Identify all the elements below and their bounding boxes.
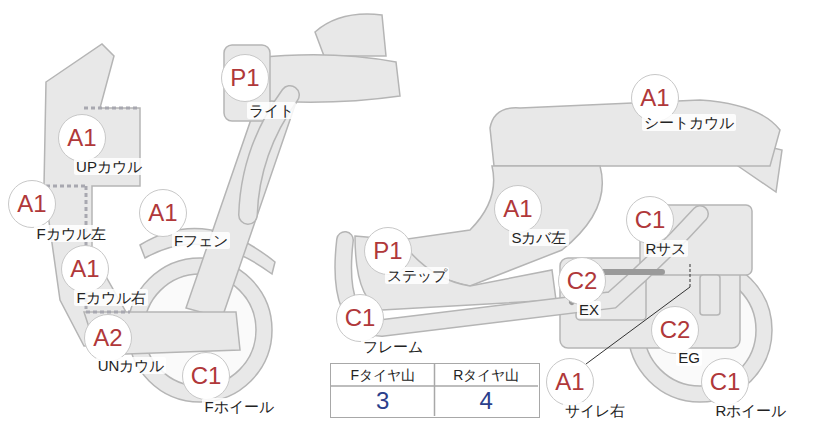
table-header: Fタイヤ山 [331,364,435,386]
part-name: UNカウル [96,357,167,374]
callout-code: A1 [632,86,678,110]
part-name: サイレ右 [563,402,627,419]
part-name: EG [676,349,702,366]
part-name: Fフェン [172,232,230,249]
part-name: EX [577,301,601,318]
callout-code: C1 [337,306,383,330]
damage-callout: A1サイレ右 [546,358,594,406]
damage-callout: A1Fフェン [139,189,187,237]
damage-callout: P1ライト [221,54,269,102]
part-name: ライト [247,102,296,119]
table-value: 3 [331,386,435,416]
part-name: フレーム [361,338,425,355]
damage-callout: A1Fカウル右 [61,245,109,293]
damage-callout: C2EX [558,257,606,305]
part-name: Sカバ左 [509,229,568,246]
part-name: シートカウル [642,114,736,131]
callout-code: P1 [222,66,268,90]
callout-code: A1 [59,126,105,150]
callout-code: P1 [365,239,411,263]
callout-code: C2 [652,318,698,342]
callout-code: A1 [62,257,108,281]
callout-code: A1 [495,197,541,221]
damage-callout: C1Rサス [626,196,674,244]
damage-callout: A2UNカウル [84,314,132,362]
damage-callout: A1シートカウル [631,74,679,122]
part-name: Rホイール [714,402,789,419]
callout-code: C1 [627,208,673,232]
part-name: Rサス [644,240,689,257]
damage-callout: P1ステップ [364,227,412,275]
part-name: UPカウル [74,158,144,175]
callout-code: C1 [183,364,229,388]
tread-table: Fタイヤ山Rタイヤ山34 [330,363,540,418]
damage-callout: C1Rホイール [701,358,749,406]
table-value: 4 [435,386,539,416]
callout-code: A1 [547,370,593,394]
damage-callout: C2EG [651,306,699,354]
damage-callout: A1UPカウル [58,114,106,162]
part-name: Fカウル右 [74,289,147,306]
part-name: Fホイール [202,398,275,415]
part-name: Fカウル左 [34,225,107,242]
damage-callout: C1フレーム [336,294,384,342]
callout-code: C2 [559,269,605,293]
damage-callout: C1Fホイール [182,352,230,400]
damage-callout: A1Sカバ左 [494,185,542,233]
callout-code: A1 [140,201,186,225]
damage-callout: A1Fカウル左 [8,180,56,228]
table-header: Rタイヤ山 [435,364,539,386]
callout-code: A2 [85,326,131,350]
callout-code: A1 [9,192,55,216]
callout-code: C1 [702,370,748,394]
part-name: ステップ [385,267,449,284]
